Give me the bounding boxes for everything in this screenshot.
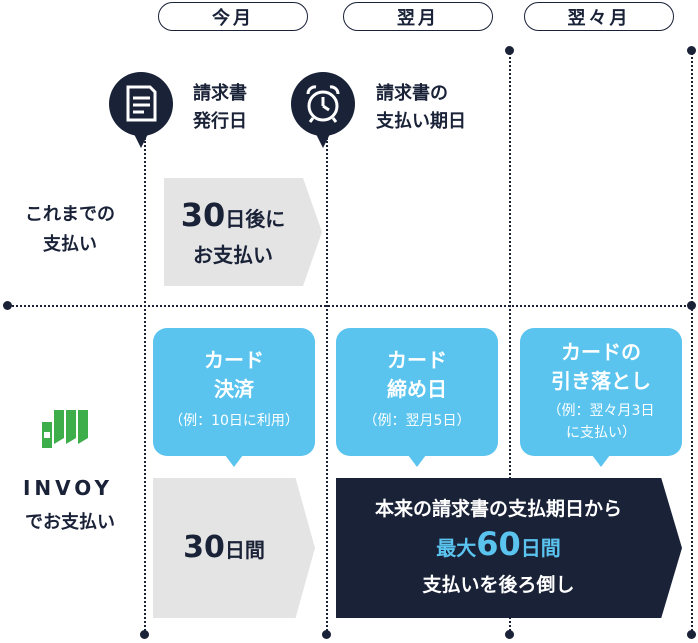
month-header-after-next: 翌々月 (524, 2, 674, 31)
timeline-dot (687, 46, 696, 55)
timeline-dot (505, 630, 514, 639)
row-label-invoy: でお支払い (25, 512, 115, 533)
invoice-issue-label: 請求書 発行日 (193, 83, 247, 132)
card-closing-date-bubble: カード 締め日 （例：翌月5日） (336, 328, 498, 467)
document-icon (126, 85, 157, 122)
card-debit-bubble: カードの 引き落とし （例：翌々月3日 に支払い） (520, 328, 682, 467)
timeline-line-month-2 (509, 50, 511, 634)
invoice-issue-pin (109, 72, 173, 148)
timeline-dot (140, 630, 149, 639)
card-payment-period-box: 30日間 (153, 478, 315, 618)
alarm-clock-icon (306, 85, 340, 123)
divider-dot (3, 301, 12, 310)
timeline-dot (505, 46, 514, 55)
timeline-line-month-3 (691, 50, 693, 634)
timeline-dot (322, 630, 331, 639)
card-payment-bubble: カード 決済 （例：10日に利用） (153, 328, 315, 467)
month-header-next: 翌月 (343, 2, 493, 31)
divider-dot (687, 301, 696, 310)
month-header-current: 今月 (158, 2, 308, 31)
invoy-brand-name: INVOY (22, 476, 114, 500)
conventional-payment-box: 30日後に お支払い (164, 178, 322, 286)
deferral-period-box: 本来の請求書の支払期日から 最大60日間 支払いを後ろ倒し (336, 478, 682, 618)
timeline-line-invoice (144, 138, 146, 634)
invoy-logo-icon (42, 410, 88, 448)
payment-due-pin (291, 72, 355, 148)
timeline-dot (687, 630, 696, 639)
row-divider (8, 305, 690, 307)
timeline-line-due (326, 138, 328, 634)
row-label-conventional: これまでの 支払い (25, 204, 115, 255)
payment-due-label: 請求書の 支払い期日 (376, 83, 466, 132)
